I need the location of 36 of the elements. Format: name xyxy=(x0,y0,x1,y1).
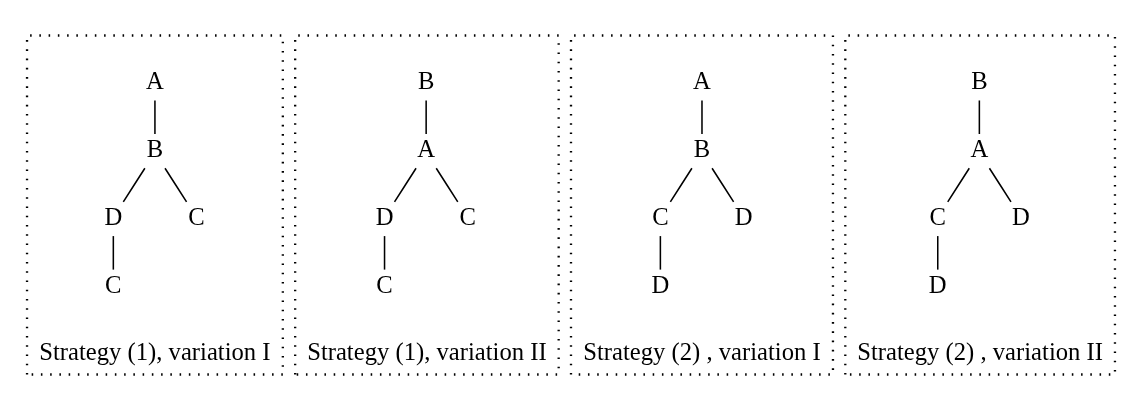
connector xyxy=(122,167,146,203)
connector xyxy=(988,167,1012,203)
node-text: C xyxy=(376,270,393,298)
node-text: A xyxy=(693,67,711,95)
node-text: C xyxy=(929,202,946,230)
connector xyxy=(711,167,735,203)
node-text: C xyxy=(105,270,122,298)
node-text: B xyxy=(971,67,988,95)
node-text: A xyxy=(970,134,989,162)
connector xyxy=(435,167,459,203)
connector xyxy=(701,99,703,135)
connector xyxy=(669,167,693,203)
node-text: B xyxy=(146,134,164,162)
node-text: D xyxy=(734,202,753,230)
node-text: D xyxy=(928,270,947,298)
connector xyxy=(383,235,386,271)
connector xyxy=(393,167,417,203)
connector xyxy=(154,99,156,135)
connector xyxy=(946,167,971,203)
connector xyxy=(659,235,662,271)
node-text: A xyxy=(146,67,164,95)
connector xyxy=(425,99,427,135)
node-text: B xyxy=(417,67,435,95)
connector xyxy=(937,235,939,271)
connector xyxy=(978,99,981,135)
node-text: D xyxy=(375,202,394,230)
node-text: B xyxy=(693,134,711,162)
node-text: D xyxy=(104,202,123,230)
node-text: C xyxy=(188,202,205,230)
node-text: D xyxy=(651,270,670,298)
node-text: D xyxy=(1012,202,1030,230)
node-text: C xyxy=(652,202,669,230)
connector xyxy=(164,167,188,203)
node-text: C xyxy=(459,202,476,230)
node-text: A xyxy=(417,134,436,162)
connector xyxy=(112,235,115,271)
